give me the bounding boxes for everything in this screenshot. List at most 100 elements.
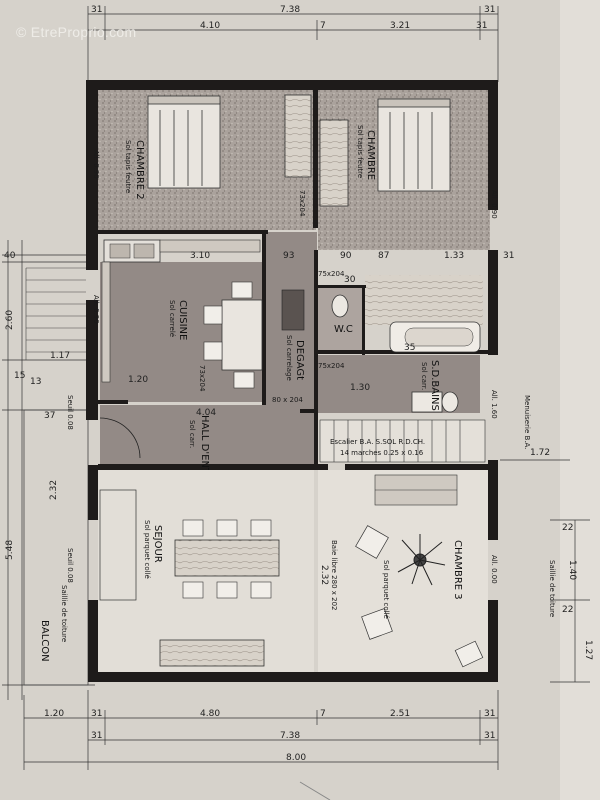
dim-kitchen-w: 3.10 [190,251,210,261]
dim-left-a: 40 [4,251,16,261]
dining-chairs [182,519,272,599]
chambre-2-label: CHAMBRE 2 [134,140,145,200]
dim-kitchen-h: 1.20 [128,375,148,385]
scan-mark [299,781,331,800]
alt-090-b: All. 0.90 [490,190,498,219]
dim-bottom-seg1: 4.80 [200,709,220,719]
dim-bottom-overall: 8.00 [286,753,306,763]
dim-bottom-seg2: 2.51 [390,709,410,719]
wc-door: 75x204 [318,362,345,370]
balcon-label: BALCON [39,620,50,662]
alt-090-a: All. 0.90 [92,150,100,179]
dim-right-172: 1.72 [530,448,550,458]
cuisine-label: CUISINE [177,300,188,340]
menuiserie-note: Menuiserie B.A. [523,395,531,449]
dim-top-left-wall: 31 [91,5,102,15]
dim-left-h: 2.32 [49,480,59,500]
sdb-label: S.D.BAINS [429,360,440,411]
hall-floor: Sol carr. [188,420,196,448]
chambre-2-door: 73x204 [298,190,306,217]
dim-bottom-w4: 31 [484,731,495,741]
dim-deg-87: 87 [378,251,389,261]
degagement-label: DEGAGt [294,340,305,380]
sideboard [159,639,265,667]
small-table [454,640,484,668]
watermark: © EtreProprio.com [16,24,137,40]
dim-top-right-wall-2: 31 [476,21,487,31]
dim-left-c: 1.17 [50,351,70,361]
dim-top-seg1: 4.10 [200,21,220,31]
sink-basin-2 [133,243,155,259]
dim-right-31: 31 [503,251,514,261]
dim-w-35: 35 [404,343,415,353]
closet-degagement [281,289,305,331]
closet-area [365,275,483,325]
degagement-door: 80 x 204 [272,396,303,404]
interior-stairs [319,419,486,463]
entry-door-swing [99,417,141,459]
chambre-2-floor: Sol tapis feutre [124,140,132,193]
bottom-dimensions [23,690,499,770]
kitchen-counter [159,239,261,253]
wardrobe-chambre-2 [284,94,312,178]
plant-icon [397,534,446,586]
armchair-1 [355,525,389,559]
dim-bottom-w2: 31 [484,709,495,719]
top-dimensions [87,6,499,82]
cuisine-door: 73x204 [198,365,206,392]
dim-left-f: 37 [44,411,55,421]
dim-bottom-w3: 31 [91,731,102,741]
kitchen-chairs [203,281,255,389]
dim-bottom-w1: 31 [91,709,102,719]
dim-deg-133: 1.33 [444,251,464,261]
chambre-1-floor: Sol tapis feutre [356,125,364,178]
sdb-floor: Sol carr. [420,362,428,390]
sejour-label: SEJOUR [152,525,163,563]
armchair-2 [361,608,393,640]
bed-chambre-1 [377,98,451,192]
seuil-1: Seuil 0.08 [66,395,74,430]
dim-sejour-h: 2.32 [319,565,329,585]
balcony-door [99,489,137,601]
dim-right-127: 1.27 [583,640,593,660]
sejour-floor: Sol parquet collé [143,520,151,579]
dim-hall-w: 4.04 [196,408,216,418]
alt-090-c: All. 0.90 [92,295,100,324]
wardrobe-chambre-1 [319,119,349,207]
cuisine-floor: Sol carrelé [168,300,176,337]
walls [86,80,498,682]
dim-deg-130: 1.30 [350,383,370,393]
chambre-1-label: CHAMBRE [365,130,376,180]
dim-right-22a: 22 [562,523,573,533]
toilet [331,294,349,318]
saillie-toiture-right: Saillie de toiture [548,560,556,617]
dim-right-140: 1.40 [567,560,577,580]
sink-basin-1 [109,243,131,259]
degagement-floor: Sol carrelage [285,335,293,381]
kitchen-table [221,299,263,371]
escalier-note: Escalier B.A. S.SOL R.D.CH. [330,438,425,446]
alt-000: All. 0.00 [490,555,498,584]
dim-bottom-seg0: 1.20 [44,709,64,719]
bed-chambre-2 [147,95,221,189]
kitchen-counter-left [101,261,111,383]
seuil-2: Seuil 0.08 [66,548,74,583]
bathtub-basin [404,327,474,347]
dim-top-mid: 7 [320,21,326,31]
dim-left-e: 13 [30,377,41,387]
right-dimensions [500,459,590,683]
saillie-toiture-left: Saillie de toiture [60,585,68,642]
dim-left-d: 15 [14,371,25,381]
dim-bottom-mid: 7 [320,709,326,719]
dim-right-22b: 22 [562,605,573,615]
dim-left-b: 2.60 [5,310,15,330]
dim-bottom-total: 7.38 [280,731,300,741]
dim-top-right-wall: 31 [484,5,495,15]
alt-160: All. 1.60 [490,390,498,419]
exterior-steps [25,267,86,360]
chambre-3-floor: Sol parquet collé [382,560,390,619]
dim-deg-93: 93 [283,251,294,261]
dim-w-30: 30 [344,275,356,285]
chambre-1-door: 75x204 [318,270,345,278]
